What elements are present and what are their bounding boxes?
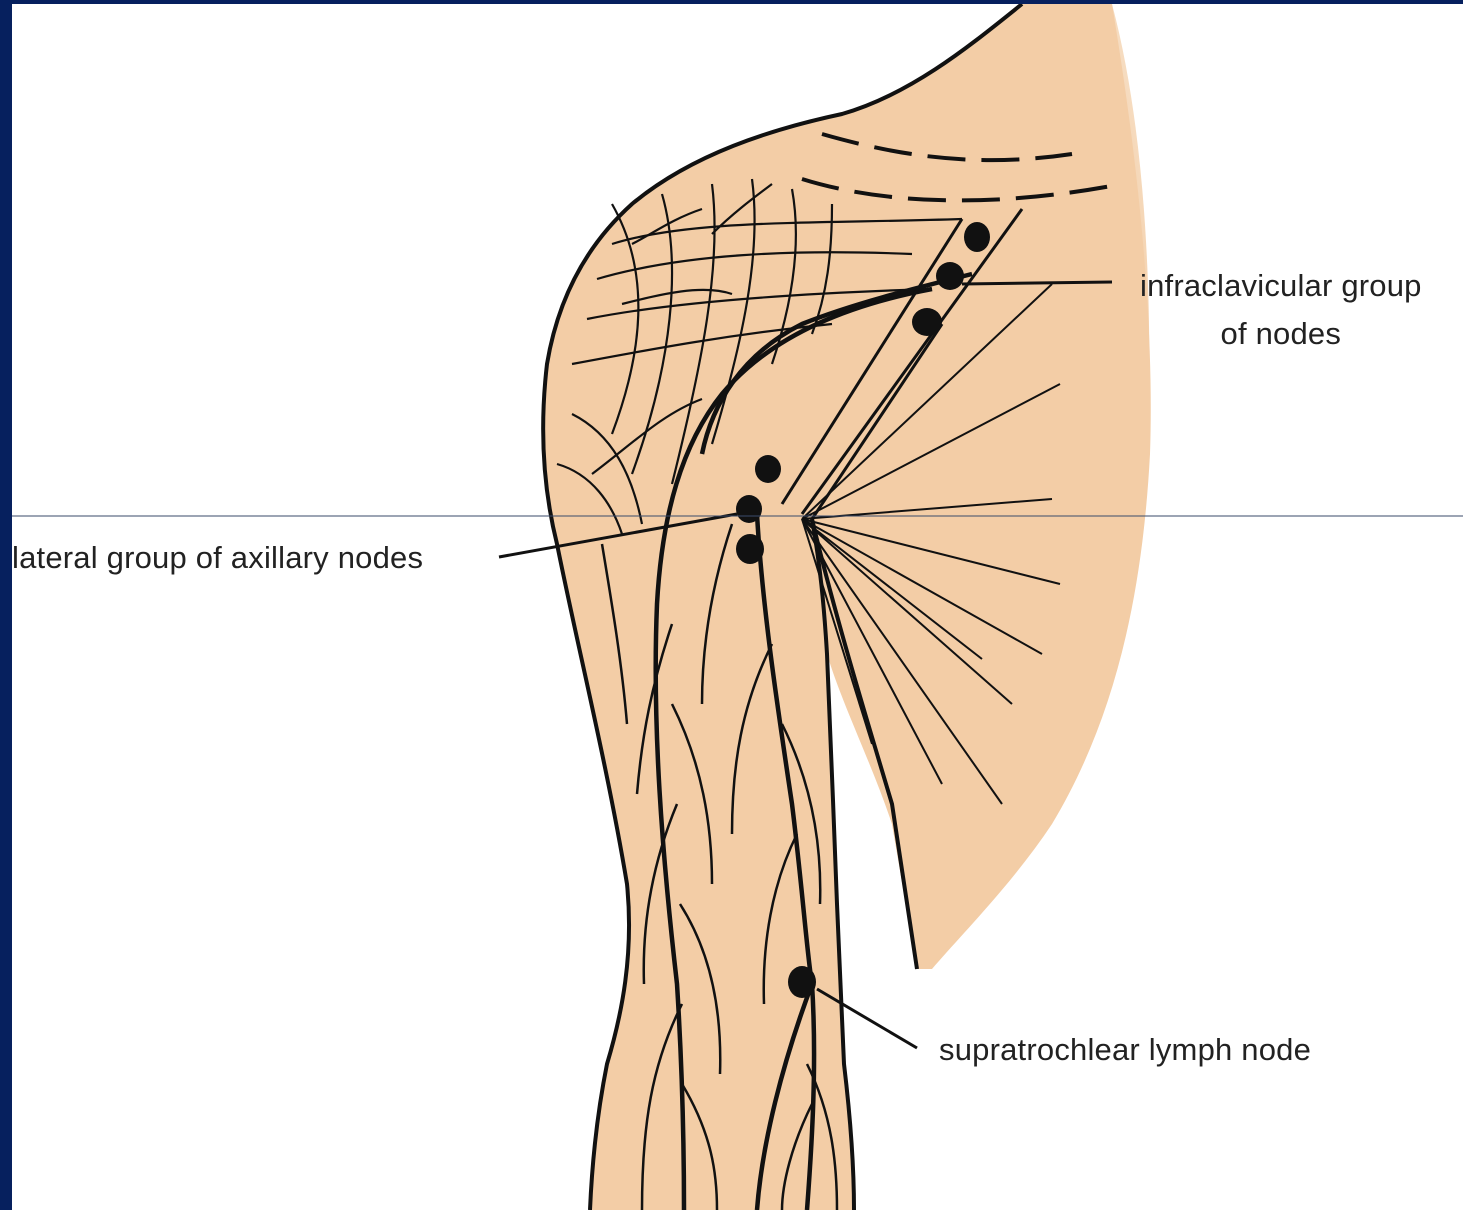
infraclavicular-node-2 — [936, 262, 964, 290]
infraclavicular-label-line1: infraclavicular group — [1140, 262, 1422, 310]
axillary-node-3 — [736, 534, 764, 564]
diagram-canvas: infraclavicular group of nodes lateral g… — [12, 4, 1463, 1210]
lateral-axillary-label: lateral group of axillary nodes — [12, 534, 423, 582]
axillary-node-1 — [755, 455, 781, 483]
supratrochlear-node — [788, 966, 816, 998]
infraclavicular-label: infraclavicular group of nodes — [1140, 262, 1422, 358]
leader-infraclavicular — [962, 282, 1112, 284]
infraclavicular-node-3 — [912, 308, 942, 336]
supratrochlear-label: supratrochlear lymph node — [939, 1026, 1311, 1074]
axillary-node-2 — [736, 495, 762, 523]
infraclavicular-node-1 — [964, 222, 990, 252]
infraclavicular-label-line2: of nodes — [1140, 310, 1422, 358]
